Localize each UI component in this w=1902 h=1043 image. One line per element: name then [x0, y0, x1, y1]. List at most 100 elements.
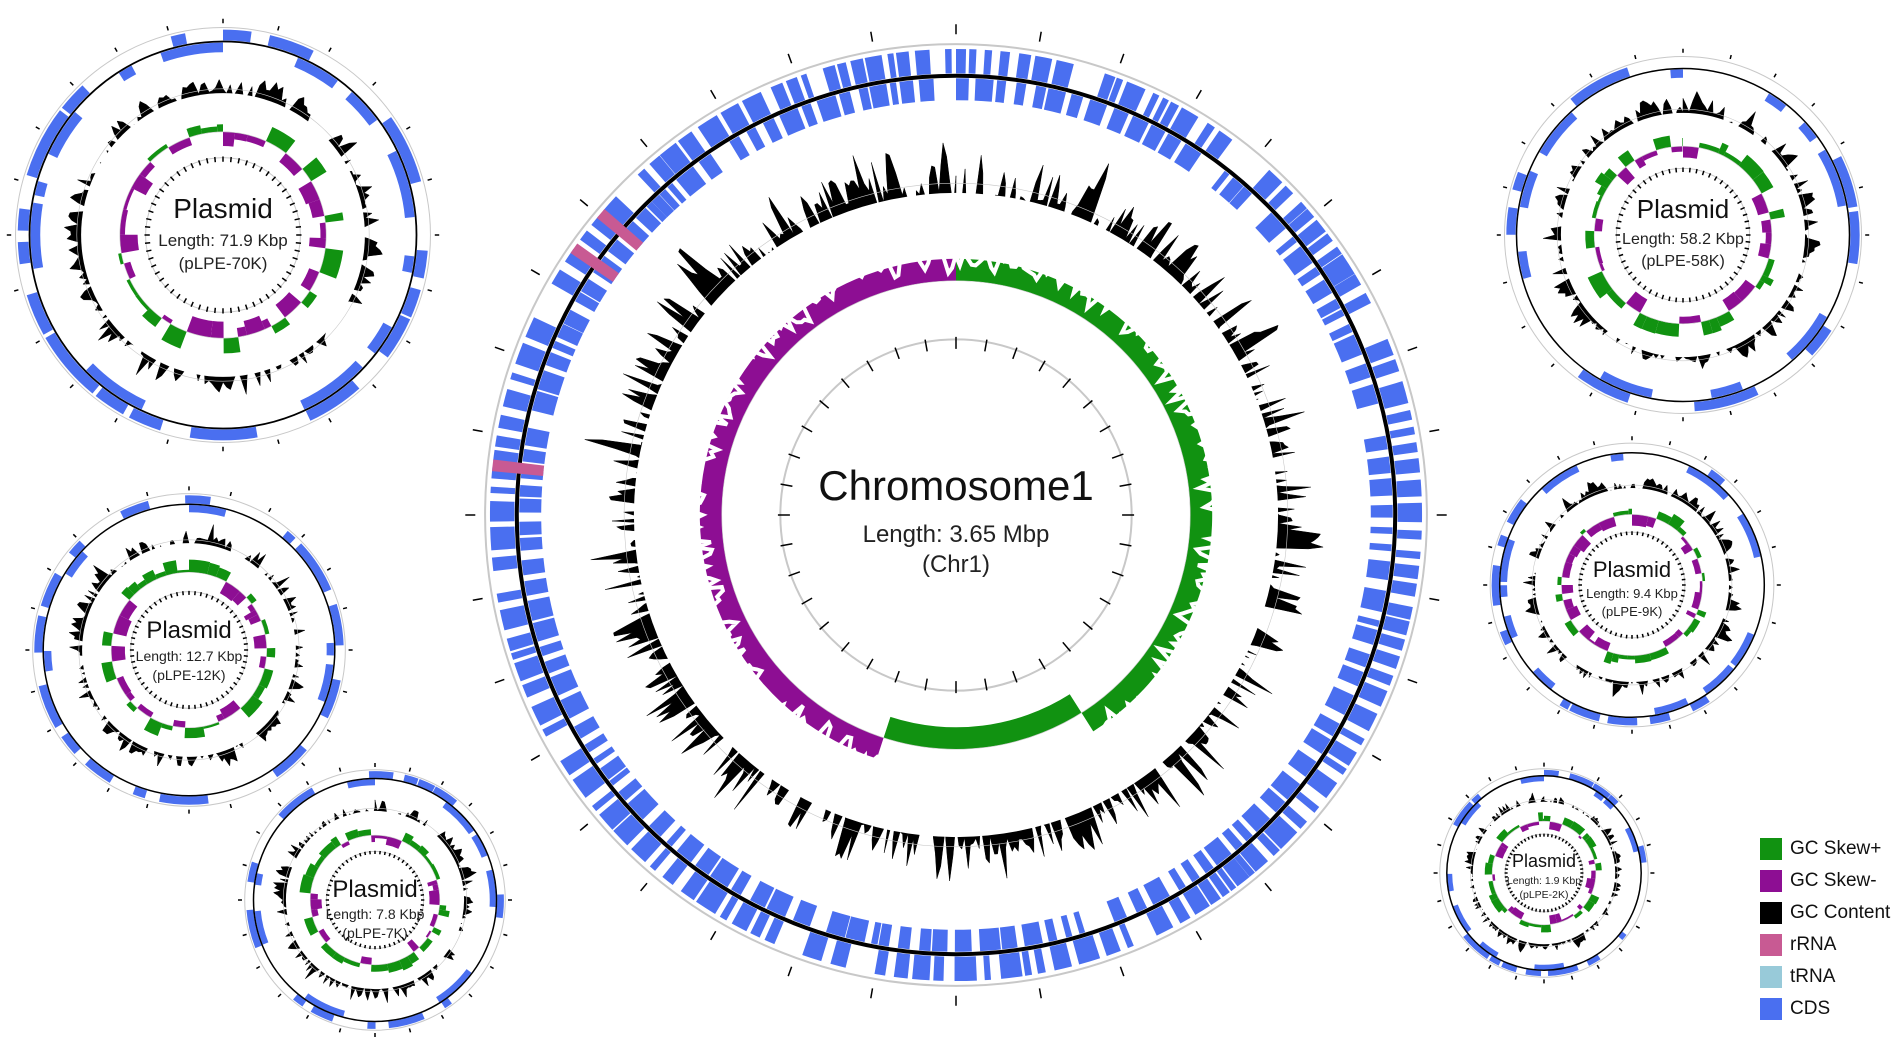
cds-feature	[246, 909, 262, 949]
gc-skew-plus-region	[1708, 317, 1722, 334]
cds-feature	[613, 814, 645, 846]
legend: GC Skew+ GC Skew- GC Content rRNA tRNA C…	[1760, 833, 1900, 1025]
cds-feature	[471, 834, 488, 858]
cds-feature	[1152, 97, 1169, 123]
cds-feature	[1366, 559, 1391, 581]
gc-skew-minus-region	[1685, 610, 1697, 619]
cds-feature	[120, 500, 151, 519]
gc-skew-minus-region	[234, 132, 248, 142]
cds-feature	[1702, 664, 1734, 694]
cds-feature	[519, 536, 543, 551]
gc-skew-plus-region	[1612, 510, 1629, 517]
cds-feature	[1043, 88, 1067, 114]
gc-skew-minus-region	[407, 939, 420, 952]
gc-skew-minus-region	[1561, 914, 1574, 922]
gc-skew-plus-region	[299, 874, 315, 894]
cds-feature	[631, 831, 662, 863]
gc-skew-minus-region	[116, 676, 132, 696]
cds-feature	[1638, 845, 1647, 863]
plasmid-12k-title: Plasmid	[146, 617, 231, 644]
gc-skew-baseline-ring	[721, 280, 1191, 750]
gc-skew-minus-region	[428, 889, 440, 906]
gc-skew-plus-region	[1655, 320, 1680, 337]
cds-feature	[1686, 466, 1729, 501]
gc-skew-plus-region	[1594, 172, 1613, 190]
cds-feature	[593, 746, 615, 764]
cds-feature	[506, 632, 534, 652]
cds-feature	[560, 748, 590, 776]
cds-feature	[792, 899, 818, 927]
gc-skew-plus-region	[1544, 815, 1551, 822]
cds-feature	[436, 969, 472, 1003]
cds-feature	[1525, 969, 1542, 977]
gc-skew-minus-region	[279, 153, 303, 176]
cds-feature	[1586, 954, 1601, 966]
cds-feature	[1333, 334, 1363, 363]
gc-skew-plus-region	[266, 647, 276, 658]
gc-skew-plus-region	[1491, 897, 1506, 913]
cds-reverse-track	[254, 779, 496, 1017]
cds-feature	[1344, 363, 1371, 385]
cds-feature	[382, 117, 422, 185]
gc-skew-minus-region	[219, 700, 241, 720]
gc-skew-track	[118, 124, 344, 354]
gc-skew-minus-region	[341, 840, 350, 849]
cds-feature	[1379, 381, 1409, 409]
cds-feature	[1798, 122, 1817, 143]
cds-feature	[764, 917, 784, 945]
cds-feature	[864, 54, 886, 82]
plasmid-12k-length: Length: 12.7 Kbp	[136, 648, 243, 664]
gc-skew-plus-region	[147, 144, 169, 162]
cds-feature	[345, 92, 378, 126]
gc-skew-plus-region	[429, 863, 441, 880]
gc-skew-plus-region	[215, 567, 231, 582]
cds-feature	[627, 788, 659, 820]
cds-feature	[1033, 948, 1046, 974]
legend-swatch-gc-skew-plus	[1760, 838, 1782, 860]
cds-feature	[1364, 338, 1394, 364]
cds-feature	[1607, 794, 1619, 806]
gc-skew-plus-region	[302, 157, 327, 182]
cds-feature	[490, 486, 516, 495]
plasmid-7k-name: (pLPE-7K)	[342, 925, 407, 941]
cds-feature	[1499, 629, 1512, 646]
plasmid-70k-name: (pLPE-70K)	[179, 254, 268, 273]
cds-feature	[1118, 81, 1146, 112]
cds-reverse-track	[1447, 776, 1639, 970]
cds-feature	[1491, 565, 1501, 606]
legend-item-rrna: rRNA	[1760, 929, 1900, 961]
cds-feature	[1231, 819, 1253, 842]
cds-feature	[532, 617, 559, 642]
cds-feature	[65, 551, 88, 578]
cds-feature	[44, 650, 53, 672]
gc-skew-minus-region	[1495, 845, 1507, 859]
cds-feature	[527, 596, 554, 621]
cds-feature	[1541, 465, 1580, 494]
cds-feature	[1392, 442, 1418, 456]
cds-feature	[956, 48, 967, 74]
gc-skew-plus-region	[1569, 821, 1586, 836]
gc-skew-minus-region	[131, 173, 153, 196]
gc-content-ring	[1556, 108, 1810, 362]
gc-skew-minus-region	[1679, 315, 1702, 324]
cds-feature	[1259, 787, 1286, 813]
cds-feature	[38, 684, 63, 728]
legend-label-rrna: rRNA	[1790, 934, 1837, 955]
cds-feature	[607, 239, 635, 265]
cds-feature	[878, 923, 893, 947]
cds-feature	[272, 745, 307, 778]
cds-feature	[889, 82, 900, 106]
gc-skew-track	[101, 559, 276, 739]
gc-skew-plus-region	[343, 957, 361, 968]
gc-skew-minus-region	[432, 884, 439, 891]
cds-feature	[954, 929, 972, 952]
cds-feature	[750, 880, 775, 908]
gc-skew-plus-region	[1759, 274, 1774, 287]
gc-skew-plus-region	[118, 253, 124, 265]
gc-skew-minus-region	[119, 599, 138, 620]
gc-skew-minus-region	[1734, 279, 1756, 302]
gc-skew-plus-region	[1738, 154, 1764, 181]
gc-skew-plus-region	[161, 323, 187, 349]
gc-skew-minus-region	[1554, 913, 1563, 924]
cds-feature	[1372, 649, 1401, 669]
